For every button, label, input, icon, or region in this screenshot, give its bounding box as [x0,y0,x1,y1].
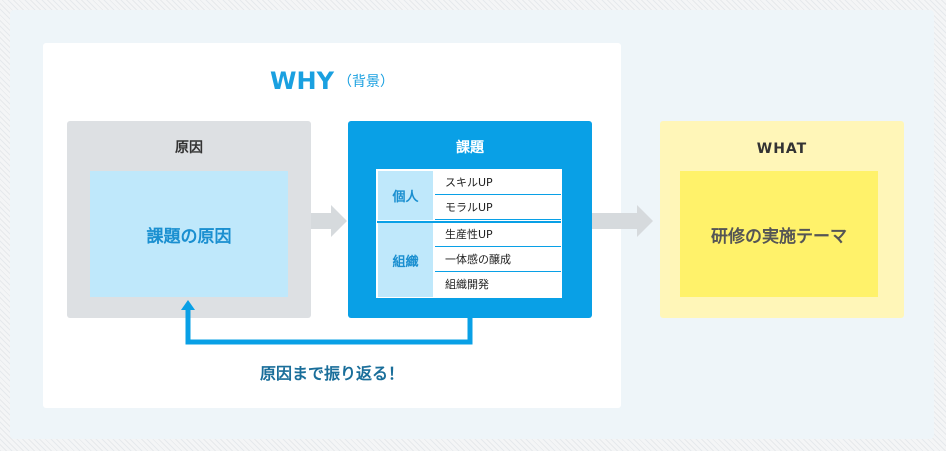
what-inner-label: 研修の実施テーマ [680,171,878,297]
issue-item: モラルUP [435,196,561,220]
cause-heading: 原因 [175,140,203,156]
issue-group-organization: 組織 [378,223,433,297]
why-title: WHY（背景） [43,64,621,99]
issue-item: スキルUP [435,171,561,195]
feedback-label: 原因まで振り返る！ [259,364,404,383]
feedback-loop-arrowhead [181,300,195,310]
issue-group-individual: 個人 [378,171,433,220]
issue-item: 生産性UP [435,223,561,247]
group-divider [377,221,561,223]
issue-item: 一体感の醸成 [435,248,561,272]
issue-item: 組織開発 [445,278,489,291]
issue-table: 個人 スキルUP モラルUP 組織 生産性UP 一体感の醸成 組織開発 [376,169,562,298]
why-title-text: WHY [270,67,334,95]
cause-inner-label: 課題の原因 [90,171,288,297]
what-heading: WHAT [756,141,808,157]
why-subtitle: （背景） [337,74,394,90]
issue-heading: 課題 [456,140,484,156]
feedback-loop-line [185,308,473,345]
